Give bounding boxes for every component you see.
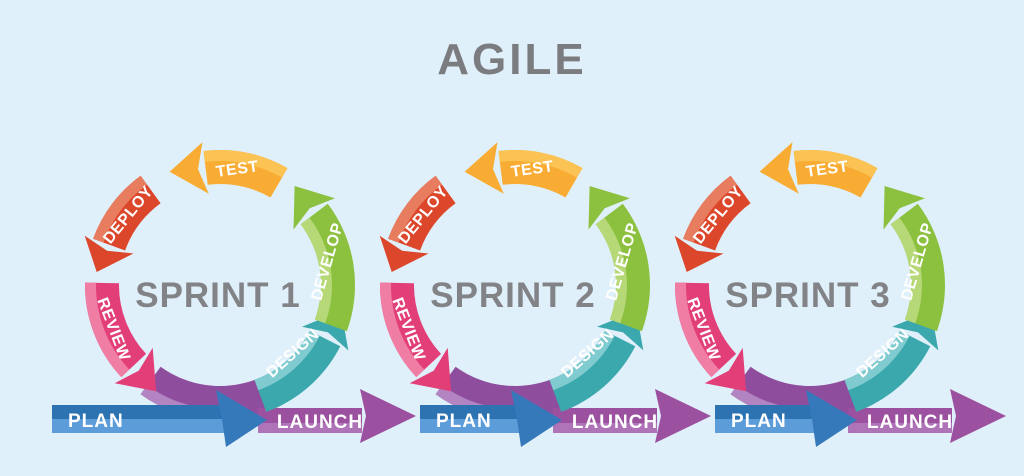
develop-arrow: DEVELOP xyxy=(293,186,356,332)
test-arrow: TEST xyxy=(464,142,583,198)
plan-arrow: PLAN xyxy=(420,390,562,447)
develop-arrow: DEVELOP xyxy=(883,186,946,332)
test-arrow: TEST xyxy=(759,142,878,198)
plan-label: PLAN xyxy=(68,411,124,432)
deploy-arrow: DEPLOY xyxy=(84,175,161,272)
sprint-label: SPRINT 1 xyxy=(135,276,301,315)
test-label: TEST xyxy=(215,158,260,181)
sprint-label: SPRINT 3 xyxy=(725,276,891,315)
deploy-arrow: DEPLOY xyxy=(379,175,456,272)
review-arrow: REVIEW xyxy=(379,282,452,392)
launch-arrow: LAUNCH xyxy=(553,389,711,443)
test-label: TEST xyxy=(510,158,555,181)
plan-arrow: PLAN xyxy=(52,390,267,447)
page-title: AGILE xyxy=(437,35,587,84)
launch-label: LAUNCH xyxy=(277,412,363,433)
plan-label: PLAN xyxy=(731,411,787,432)
sprint-label: SPRINT 2 xyxy=(430,276,596,315)
develop-arrow: DEVELOP xyxy=(588,186,651,332)
launch-label: LAUNCH xyxy=(572,412,658,433)
plan-label: PLAN xyxy=(436,411,492,432)
plan-arrow: PLAN xyxy=(715,390,857,447)
launch-arrow: LAUNCH xyxy=(848,389,1006,443)
test-label: TEST xyxy=(805,158,850,181)
test-arrow: TEST xyxy=(169,142,288,198)
launch-arrow: LAUNCH xyxy=(258,389,416,443)
launch-label: LAUNCH xyxy=(867,412,953,433)
deploy-arrow: DEPLOY xyxy=(674,175,751,272)
review-arrow: REVIEW xyxy=(674,282,747,392)
